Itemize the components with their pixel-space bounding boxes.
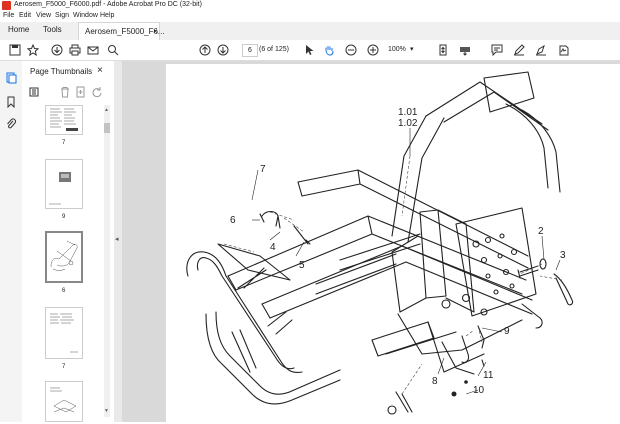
page-thumbnail[interactable] [45, 159, 83, 209]
callout-5: 5 [299, 260, 305, 271]
thumbnail-label: 9 [62, 214, 66, 220]
thumbnail-scrollbar[interactable]: ▲ ▼ [104, 105, 110, 417]
tab-document[interactable]: Aerosem_F5000_F6... × [78, 22, 165, 40]
thumbnail-label: 7 [62, 140, 66, 146]
menu-window[interactable]: Window [73, 12, 98, 19]
menu-view[interactable]: View [36, 12, 52, 19]
page-thumbnail[interactable] [45, 307, 83, 359]
menu-help[interactable]: Help [100, 12, 115, 19]
tab-tools[interactable]: Tools [43, 25, 62, 34]
draw-icon[interactable] [534, 43, 548, 57]
callout-8: 8 [432, 376, 438, 387]
tab-close-icon[interactable]: × [153, 27, 158, 36]
zoom-out-icon[interactable] [344, 43, 358, 57]
chevron-down-icon: ▾ [410, 46, 414, 53]
menu-edit[interactable]: Edit [19, 12, 32, 19]
acrobat-app-icon [2, 1, 11, 10]
bookmark-star-icon[interactable] [26, 43, 40, 57]
previous-page-icon[interactable] [198, 43, 212, 57]
left-rail [0, 61, 23, 422]
collapse-panel-icon[interactable]: ◂ [115, 236, 119, 243]
thumbnail-options-icon[interactable] [28, 85, 42, 99]
save-icon[interactable] [8, 43, 22, 57]
next-page-icon[interactable] [216, 43, 230, 57]
exploded-parts-drawing [186, 71, 574, 415]
tab-bar: Home Tools Aerosem_F5000_F6... × [0, 22, 620, 41]
document-viewer[interactable]: 1.01 1.02 7 6 4 5 2 3 9 8 11 10 [122, 61, 620, 422]
window-title: Aerosem_F5000_F6000.pdf - Adobe Acrobat … [14, 1, 202, 8]
thumbnails-panel: Page Thumbnails × 7 9 [22, 61, 115, 422]
callout-7: 7 [260, 164, 266, 175]
tab-document-label: Aerosem_F5000_F6... [85, 27, 165, 36]
callout-9: 9 [504, 326, 510, 337]
zoom-level-value: 100% [388, 46, 406, 53]
comment-icon[interactable] [490, 43, 504, 57]
callout-1-02: 1.02 [398, 118, 418, 129]
scroll-down-icon[interactable]: ▼ [104, 408, 109, 414]
mail-icon[interactable] [86, 43, 100, 57]
pdf-page: 1.01 1.02 7 6 4 5 2 3 9 8 11 10 [166, 64, 620, 422]
hand-tool-icon[interactable] [322, 43, 336, 57]
keyboard-icon[interactable] [458, 43, 472, 57]
callout-10: 10 [473, 385, 485, 396]
page-count: (6 of 125) [259, 46, 289, 53]
callout-11: 11 [483, 370, 494, 381]
page-thumbnail[interactable] [45, 381, 83, 422]
page-thumbnail[interactable] [45, 105, 83, 135]
callout-3: 3 [560, 250, 566, 261]
panel-splitter[interactable]: ◂ [114, 61, 122, 422]
delete-icon[interactable] [58, 85, 72, 99]
select-cursor-icon[interactable] [302, 43, 316, 57]
page-thumbnail-current[interactable] [45, 231, 83, 283]
fill-sign-icon[interactable] [556, 43, 570, 57]
toolbar: 6 (6 of 125) 100% ▾ [0, 40, 620, 61]
print-icon[interactable] [68, 43, 82, 57]
highlight-pen-icon[interactable] [512, 43, 526, 57]
bookmark-icon[interactable] [4, 95, 18, 109]
zoom-in-icon[interactable] [366, 43, 380, 57]
menu-file[interactable]: File [3, 12, 15, 19]
callout-6: 6 [230, 215, 236, 226]
attachment-icon[interactable] [4, 117, 18, 131]
page-fit-icon[interactable] [436, 43, 450, 57]
scroll-up-icon[interactable]: ▲ [104, 107, 109, 113]
search-icon[interactable] [106, 43, 120, 57]
tab-home[interactable]: Home [8, 25, 30, 34]
scrollbar-thumb[interactable] [104, 123, 110, 133]
page-thumbnails-icon[interactable] [4, 71, 18, 85]
callout-1-01: 1.01 [398, 107, 418, 118]
menu-bar: File Edit View Sign Window Help [0, 11, 620, 22]
upload-icon[interactable] [50, 43, 64, 57]
thumbnail-label: 7 [62, 364, 66, 370]
zoom-level-select[interactable]: 100% ▾ [388, 44, 418, 55]
insert-page-icon[interactable] [74, 85, 88, 99]
menu-sign[interactable]: Sign [55, 12, 70, 19]
panel-close-icon[interactable]: × [97, 65, 103, 76]
panel-title: Page Thumbnails [30, 67, 93, 76]
page-number-input[interactable]: 6 [242, 44, 258, 57]
thumbnail-label: 6 [62, 288, 66, 294]
callout-2: 2 [538, 226, 544, 237]
rotate-icon[interactable] [90, 85, 104, 99]
callout-4: 4 [270, 242, 276, 253]
title-bar: Aerosem_F5000_F6000.pdf - Adobe Acrobat … [0, 0, 620, 11]
